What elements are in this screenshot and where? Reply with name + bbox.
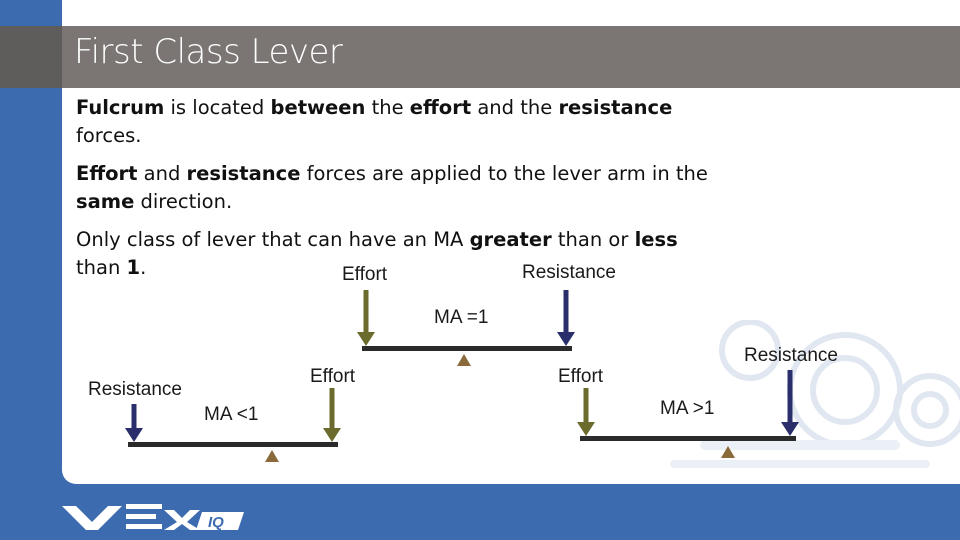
- bullet-text-run: is located: [164, 96, 271, 119]
- lever-bar-less: [128, 442, 338, 447]
- bullet-bold-run: resistance: [186, 162, 301, 185]
- label-effort-greater: Effort: [558, 366, 604, 387]
- fulcrum-greater: [721, 446, 735, 458]
- fulcrum-less: [265, 450, 279, 462]
- bullet-list: Fulcrum is located between the effort an…: [76, 94, 716, 292]
- bullet-item: Fulcrum is located between the effort an…: [76, 94, 716, 150]
- bullet-text-run: than: [76, 256, 127, 279]
- bullet-text-run: the: [365, 96, 410, 119]
- resistance-arrow-less-head: [125, 428, 143, 442]
- bullet-text-run: direction.: [134, 190, 233, 213]
- vex-iq-logo: IQ: [62, 504, 244, 531]
- effort-arrow-equal-head: [357, 332, 375, 346]
- label-resistance-equal: Resistance: [522, 262, 616, 283]
- label-ma-greater: MA >1: [660, 398, 715, 419]
- bullet-text-run: Only class of lever that can have an MA: [76, 228, 470, 251]
- resistance-arrow-greater-head: [781, 422, 799, 436]
- fulcrum-equal: [457, 354, 471, 366]
- bullet-bold-run: greater: [469, 228, 552, 251]
- bullet-text-run: forces are applied to the lever arm in t…: [300, 162, 708, 185]
- bullet-text-run: than or: [551, 228, 635, 251]
- title-bar: [0, 26, 960, 88]
- effort-arrow-less-head: [323, 428, 341, 442]
- bullet-bold-run: between: [270, 96, 366, 119]
- bullet-text-run: forces.: [76, 124, 142, 147]
- bullet-bold-run: 1: [126, 256, 141, 279]
- resistance-arrow-equal-head: [557, 332, 575, 346]
- label-ma-equal: MA =1: [434, 307, 489, 328]
- bullet-bold-run: less: [634, 228, 678, 251]
- bullet-text-run: and: [137, 162, 187, 185]
- bullet-bold-run: resistance: [558, 96, 673, 119]
- label-resistance-less: Resistance: [88, 379, 182, 400]
- label-ma-less: MA <1: [204, 404, 259, 425]
- label-effort-less: Effort: [310, 366, 356, 387]
- effort-arrow-greater-head: [577, 422, 595, 436]
- logo-iq-text: IQ: [208, 514, 224, 531]
- label-resistance-greater: Resistance: [744, 345, 838, 366]
- title-bar-tab: [0, 26, 62, 88]
- slide-title: First Class Lever: [74, 32, 343, 72]
- label-effort-equal: Effort: [342, 264, 388, 285]
- bullet-bold-run: Fulcrum: [76, 96, 165, 119]
- bullet-item: Effort and resistance forces are applied…: [76, 160, 716, 216]
- bullet-bold-run: same: [76, 190, 135, 213]
- bullet-item: Only class of lever that can have an MA …: [76, 226, 716, 282]
- lever-bar-equal: [362, 346, 572, 351]
- bullet-text-run: and the: [471, 96, 559, 119]
- bullet-text-run: .: [140, 256, 147, 279]
- lever-bar-greater: [580, 436, 796, 441]
- bullet-bold-run: Effort: [76, 162, 138, 185]
- bullet-bold-run: effort: [409, 96, 472, 119]
